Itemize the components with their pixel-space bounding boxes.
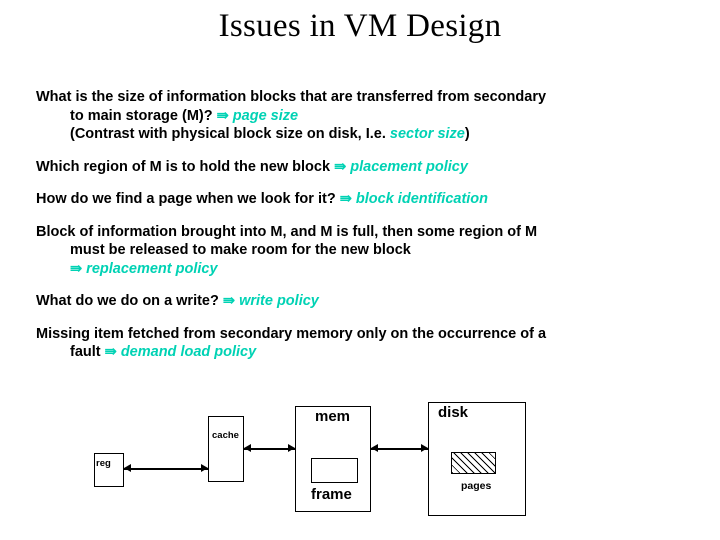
arrow-head-left-icon <box>124 464 131 472</box>
cache-label: cache <box>212 430 239 441</box>
disk-box <box>428 402 526 516</box>
double-arrow-icon: ⇛ <box>70 260 83 277</box>
text-line: What is the size of information blocks t… <box>36 89 547 105</box>
text-line: must be released to make room for the ne… <box>70 242 411 259</box>
text-line: Block of information brought into M, and… <box>36 223 538 240</box>
text-line: Missing item fetched from secondary memo… <box>36 325 547 342</box>
bullet-paragraph-1: What is the size of information blocks t… <box>36 88 686 144</box>
term-demand-load-policy: demand load policy <box>116 344 257 361</box>
arrow-head-left-icon <box>244 444 251 452</box>
double-arrow-icon: ⇛ <box>222 293 236 310</box>
term-write-policy: write policy <box>235 293 319 310</box>
memory-label: mem <box>315 408 351 425</box>
memory-hierarchy-diagram: reg cache mem frame disk pages <box>0 390 720 540</box>
arrow-head-right-icon <box>288 444 295 452</box>
text-line: fault ⇛ demand load policy <box>70 344 257 361</box>
frame-label: frame <box>311 486 352 503</box>
text-line: What do we do on a write? ⇛ write policy <box>36 293 319 310</box>
pages-label: pages <box>461 480 492 492</box>
double-arrow-icon: ⇛ <box>216 107 229 124</box>
disk-label: disk <box>438 404 469 421</box>
text-line: to main storage (M)? ⇛ page size <box>70 107 299 124</box>
bullet-paragraph-5: What do we do on a write? ⇛ write policy <box>36 292 686 311</box>
pages-hatched-region <box>451 452 496 474</box>
frame-box <box>311 458 358 483</box>
connector-mem-disk <box>371 448 428 450</box>
term-placement-policy: placement policy <box>346 158 468 175</box>
text-line: Which region of M is to hold the new blo… <box>36 158 468 175</box>
register-label: reg <box>96 458 111 469</box>
arrow-head-left-icon <box>371 444 378 452</box>
register-box <box>94 453 124 487</box>
double-arrow-icon: ⇛ <box>339 191 352 208</box>
text-line: ⇛ replacement policy <box>36 260 686 279</box>
bullet-paragraph-4: Block of information brought into M, and… <box>36 223 686 279</box>
bullet-paragraph-6: Missing item fetched from secondary memo… <box>36 325 686 362</box>
text-line: How do we find a page when we look for i… <box>36 191 489 208</box>
bullet-paragraph-2: Which region of M is to hold the new blo… <box>36 158 686 177</box>
bullet-paragraph-3: How do we find a page when we look for i… <box>36 190 686 209</box>
cache-box <box>208 416 244 482</box>
double-arrow-icon: ⇛ <box>104 344 117 361</box>
arrow-head-right-icon <box>421 444 428 452</box>
term-replacement-policy: replacement policy <box>82 260 218 277</box>
page-title: Issues in VM Design <box>218 8 502 44</box>
slide-body: What is the size of information blocks t… <box>36 88 686 376</box>
connector-cache-mem <box>244 448 295 450</box>
term-page-size: page size <box>228 107 299 124</box>
term-block-identification: block identification <box>351 191 489 208</box>
connector-reg-cache <box>124 468 208 470</box>
text-line: (Contrast with physical block size on di… <box>70 126 470 143</box>
arrow-head-right-icon <box>201 464 208 472</box>
double-arrow-icon: ⇛ <box>334 158 347 175</box>
term-sector-size: sector size <box>389 126 465 143</box>
